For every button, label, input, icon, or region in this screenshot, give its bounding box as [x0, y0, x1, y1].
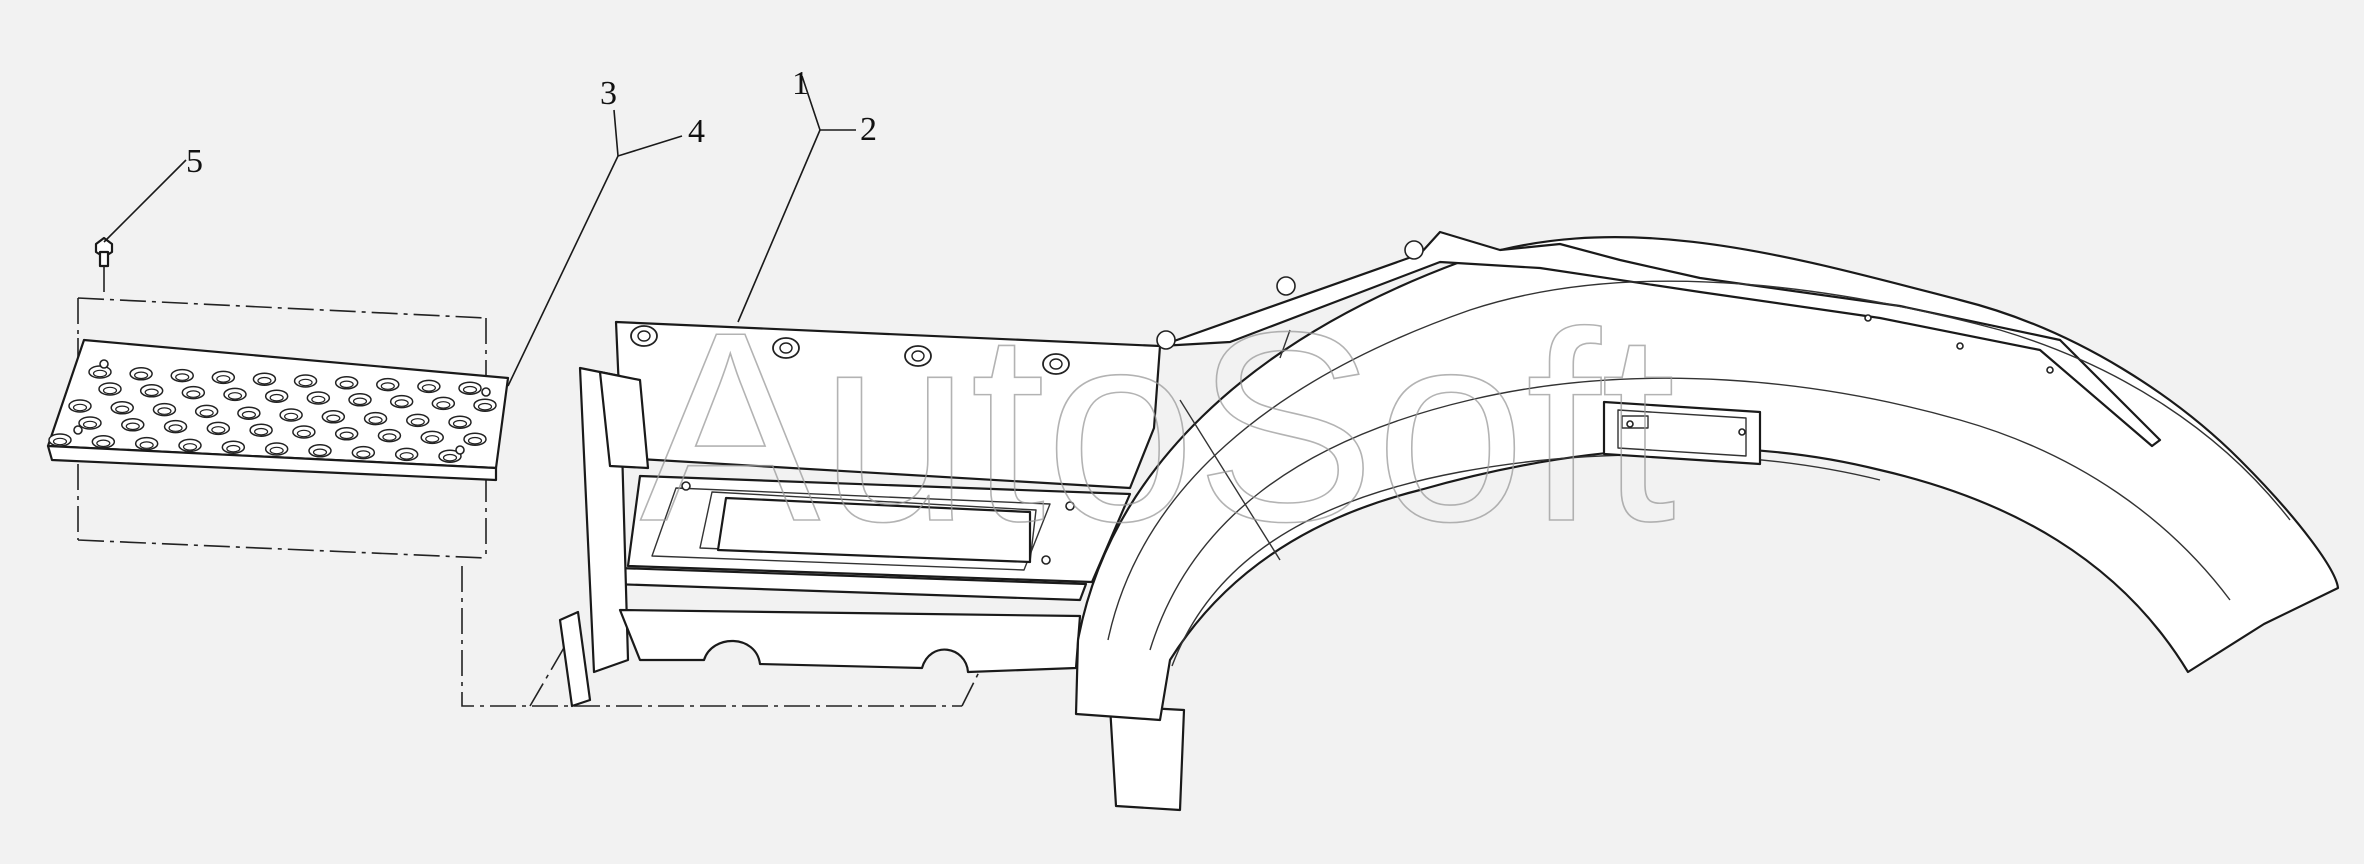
- perforation: [211, 370, 236, 385]
- perforation: [178, 438, 202, 453]
- perforation: [223, 387, 247, 402]
- perforation: [458, 381, 482, 395]
- perforation: [321, 410, 346, 424]
- perforation: [91, 435, 116, 449]
- perforation: [377, 428, 402, 443]
- perforation: [417, 379, 441, 394]
- mounting-bosses: [630, 325, 1070, 375]
- perforation: [139, 384, 164, 398]
- perforation: [206, 421, 231, 436]
- callout-4: 4: [688, 113, 705, 150]
- step-bracket: [558, 320, 1186, 812]
- perforation: [194, 404, 219, 419]
- perforation: [394, 447, 419, 462]
- perforation: [389, 394, 414, 409]
- callout-1: 1: [792, 65, 809, 102]
- perforation: [152, 402, 177, 417]
- perforation: [334, 376, 359, 390]
- mounting-boss: [1042, 353, 1070, 375]
- perforation: [438, 449, 462, 463]
- perforation: [420, 430, 444, 445]
- perforation: [221, 440, 246, 454]
- fender: [1074, 230, 2340, 722]
- perforation: [48, 433, 72, 447]
- perforation: [249, 423, 273, 437]
- perforation: [134, 436, 159, 451]
- callout-leaders: [103, 75, 856, 387]
- perforation: [351, 445, 376, 460]
- perforation: [334, 427, 359, 441]
- perforation: [129, 367, 153, 381]
- perforation: [308, 444, 332, 458]
- perforation: [363, 411, 388, 426]
- perforation: [306, 391, 331, 405]
- perforation: [181, 385, 206, 400]
- perforation: [121, 418, 145, 432]
- perforation: [279, 408, 303, 422]
- perforation: [406, 413, 430, 428]
- perforation: [293, 374, 318, 388]
- perforation: [98, 382, 122, 396]
- callout-2: 2: [860, 111, 877, 148]
- perforation: [252, 372, 277, 386]
- mounting-boss: [772, 337, 800, 359]
- bolt-part-5: [94, 236, 114, 268]
- perforation: [88, 365, 112, 379]
- perforation: [237, 406, 261, 420]
- perforation: [376, 377, 400, 392]
- plate-perforations: [48, 365, 497, 463]
- perforation: [448, 415, 472, 429]
- perforation: [78, 416, 102, 430]
- perforation: [264, 442, 289, 456]
- perforation: [110, 401, 134, 415]
- callout-3: 3: [600, 75, 617, 112]
- perforation: [170, 368, 194, 383]
- perforation: [463, 432, 487, 446]
- mounting-boss: [904, 345, 932, 367]
- perforation: [68, 399, 92, 413]
- step-plate: [46, 266, 510, 559]
- perforation: [163, 419, 188, 434]
- perforation: [292, 425, 316, 439]
- watermark-text: AutoSoft: [640, 277, 1677, 578]
- perforation: [473, 398, 497, 412]
- assembly-dash-1: [461, 566, 962, 707]
- callout-5: 5: [186, 143, 203, 180]
- perforation: [431, 396, 456, 411]
- mounting-boss: [630, 325, 658, 347]
- perforation: [348, 393, 372, 407]
- perforation: [264, 389, 289, 403]
